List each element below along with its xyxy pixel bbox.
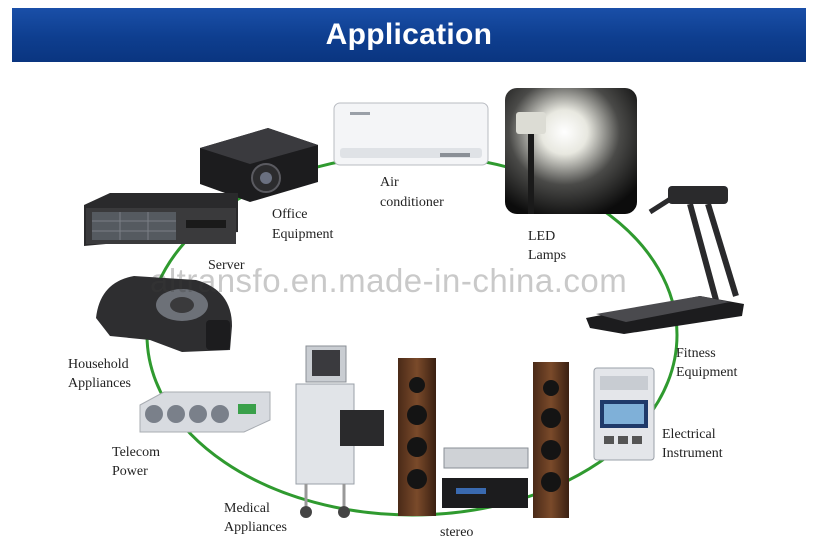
telecom-power-icon: [139, 391, 271, 433]
led-lamp-icon: [505, 88, 637, 214]
treadmill-icon: [586, 186, 744, 334]
label-fitness-equipment: Fitness Equipment: [676, 346, 738, 380]
label-office-equipment: Office Equipment: [272, 207, 334, 242]
medical-appliance-icon: [295, 345, 384, 518]
electrical-instrument-icon: [593, 367, 655, 461]
header-banner: Application: [12, 8, 806, 62]
air-conditioner-icon: [333, 102, 489, 166]
label-air-conditioner: Air conditioner: [380, 175, 444, 210]
label-household-appliances: Household Appliances: [68, 357, 132, 391]
label-server: Server: [208, 258, 245, 273]
page-title: Application: [325, 18, 493, 51]
server-icon: [84, 193, 238, 246]
label-medical-appliances: Medical Appliances: [224, 501, 287, 535]
projector-icon: [200, 128, 318, 202]
label-telecom-power: Telecom Power: [112, 445, 164, 479]
label-led-lamps: LED Lamps: [528, 229, 566, 263]
household-appliance-icon: [96, 276, 232, 352]
watermark: altransfo.en.made-in-china.com: [150, 262, 628, 299]
label-stereo: stereo: [440, 525, 473, 540]
stereo-icon: [398, 358, 569, 518]
label-electrical-instrument: Electrical Instrument: [662, 427, 723, 461]
